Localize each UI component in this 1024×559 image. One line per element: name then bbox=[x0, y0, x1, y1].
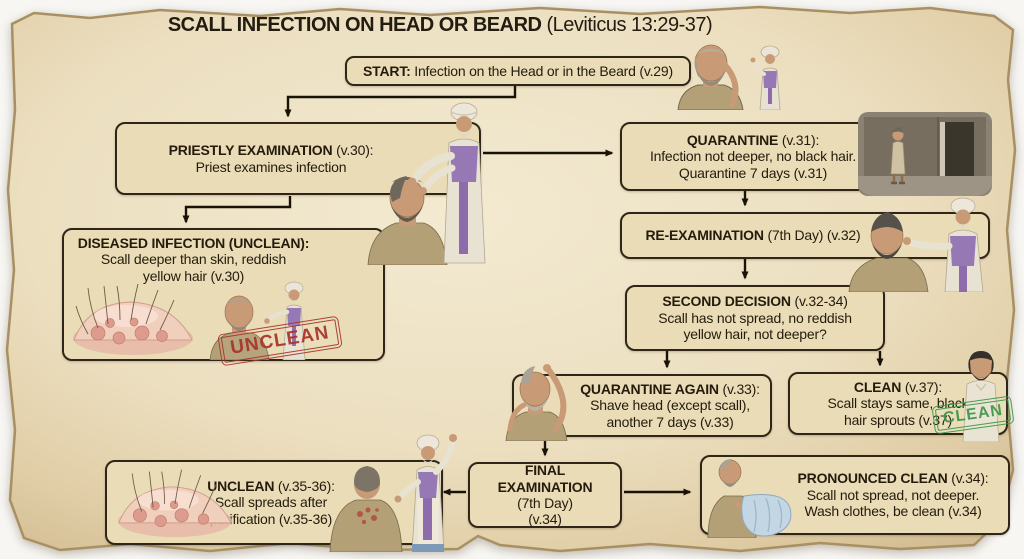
node-line: Wash clothes, be clean (v.34) bbox=[804, 503, 982, 520]
node-line: yellow hair (v.30) bbox=[142, 267, 245, 284]
node-title: SECOND DECISION (v.32-34) bbox=[633, 293, 877, 309]
node-title-rest: (v.37): bbox=[901, 378, 943, 395]
spreading-infection-illustration bbox=[118, 469, 232, 538]
node-line: yellow hair, not deeper? bbox=[683, 326, 827, 343]
node-title-bold: SECOND DECISION bbox=[662, 293, 791, 310]
node-title: CLEAN (v.37): bbox=[796, 379, 1000, 395]
priest-and-infected-man-illustration bbox=[209, 281, 306, 360]
node-title: QUARANTINE AGAIN (v.33): bbox=[576, 381, 764, 397]
node-title: PRIESTLY EXAMINATION (v.30): bbox=[123, 142, 419, 158]
quarantine-room-illustration bbox=[858, 112, 992, 196]
node-line: Scall has not spread, no reddish bbox=[658, 309, 852, 326]
node-line: Scall deeper than skin, reddish bbox=[100, 251, 287, 268]
node-final-examination: FINAL EXAMINATION (7th Day) (v.34) bbox=[468, 462, 622, 528]
node-line: Scall spreads after bbox=[214, 494, 328, 511]
diseased-skin-illustration bbox=[73, 283, 193, 355]
node-title-rest: (v.30): bbox=[332, 142, 374, 159]
node-title-rest: (v.35-36): bbox=[274, 477, 335, 494]
node-quarantine-again: QUARANTINE AGAIN (v.33): Shave head (exc… bbox=[512, 374, 772, 437]
page-title-reference: (Leviticus 13:29-37) bbox=[541, 14, 713, 36]
node-title-bold: FINAL EXAMINATION bbox=[497, 462, 593, 495]
node-line: (v.34) bbox=[528, 511, 562, 528]
node-title-bold: QUARANTINE bbox=[686, 131, 779, 148]
node-title: RE-EXAMINATION (7th Day) (v.32) bbox=[628, 227, 878, 243]
node-title-bold: PRONOUNCED CLEAN bbox=[797, 470, 948, 487]
node-line: another 7 days (v.33) bbox=[606, 413, 734, 430]
arrow-start-to-priestly bbox=[284, 86, 517, 118]
node-line: hair sprouts (v.37) bbox=[844, 411, 952, 428]
node-title-bold: CLEAN bbox=[853, 378, 902, 395]
man-shaving-head-illustration bbox=[505, 364, 568, 441]
node-title-bold: DISEASED INFECTION (UNCLEAN): bbox=[77, 235, 310, 251]
node-title: FINAL EXAMINATION bbox=[476, 462, 614, 495]
node-start-description: Infection on the Head or in the Beard (v… bbox=[410, 62, 673, 79]
node-title-rest: (v.33): bbox=[718, 380, 760, 397]
priest-examining-man-illustration bbox=[367, 102, 486, 265]
node-start-text: START: Infection on the Head or in the B… bbox=[353, 63, 683, 79]
priest-reexamining-man-illustration bbox=[848, 197, 984, 292]
node-line: Scall stays same, black bbox=[827, 395, 969, 412]
node-second-decision: SECOND DECISION (v.32-34) Scall has not … bbox=[625, 285, 885, 351]
node-line: purification (v.35-36) bbox=[209, 510, 333, 527]
node-line: Scall not spread, not deeper. bbox=[806, 486, 980, 503]
page-title: SCALL INFECTION ON HEAD OR BEARD (Leviti… bbox=[130, 14, 750, 37]
node-title-rest: (v.34): bbox=[947, 470, 989, 487]
node-title-bold: UNCLEAN bbox=[207, 477, 275, 494]
man-pointing-head-illustration bbox=[677, 44, 781, 110]
node-title-bold: PRIESTLY EXAMINATION bbox=[168, 142, 333, 159]
node-title-rest: (v.31): bbox=[778, 131, 820, 148]
node-start-label: START: bbox=[363, 62, 411, 79]
node-title-rest: (7th Day) (v.32) bbox=[763, 227, 861, 244]
arrow-priestly-to-diseased bbox=[182, 196, 292, 224]
man-washing-clothes-illustration bbox=[707, 459, 792, 538]
node-title: PRONOUNCED CLEAN (v.34): bbox=[784, 470, 1002, 486]
node-line: (7th Day) bbox=[517, 495, 573, 511]
node-title-bold: RE-EXAMINATION bbox=[645, 227, 764, 244]
node-line: Quarantine 7 days (v.31) bbox=[678, 164, 828, 181]
node-title: UNCLEAN (v.35-36): bbox=[187, 478, 355, 494]
clean-man-black-hair-illustration bbox=[962, 351, 1000, 442]
priest-declaring-unclean-illustration bbox=[329, 434, 457, 552]
node-priestly-examination: PRIESTLY EXAMINATION (v.30): Priest exam… bbox=[115, 122, 481, 195]
node-title-rest: (v.32-34) bbox=[790, 293, 848, 310]
node-title: QUARANTINE (v.31): bbox=[628, 132, 878, 148]
node-line: Shave head (except scall), bbox=[590, 397, 750, 414]
node-start: START: Infection on the Head or in the B… bbox=[345, 56, 691, 86]
node-line: Priest examines infection bbox=[195, 158, 347, 175]
node-title: DISEASED INFECTION (UNCLEAN): bbox=[70, 235, 317, 251]
node-title-bold: QUARANTINE AGAIN bbox=[580, 380, 719, 397]
node-re-examination: RE-EXAMINATION (7th Day) (v.32) bbox=[620, 212, 990, 259]
node-line: Infection not deeper, no black hair. bbox=[649, 148, 857, 165]
page-title-main: SCALL INFECTION ON HEAD OR BEARD bbox=[167, 14, 542, 36]
